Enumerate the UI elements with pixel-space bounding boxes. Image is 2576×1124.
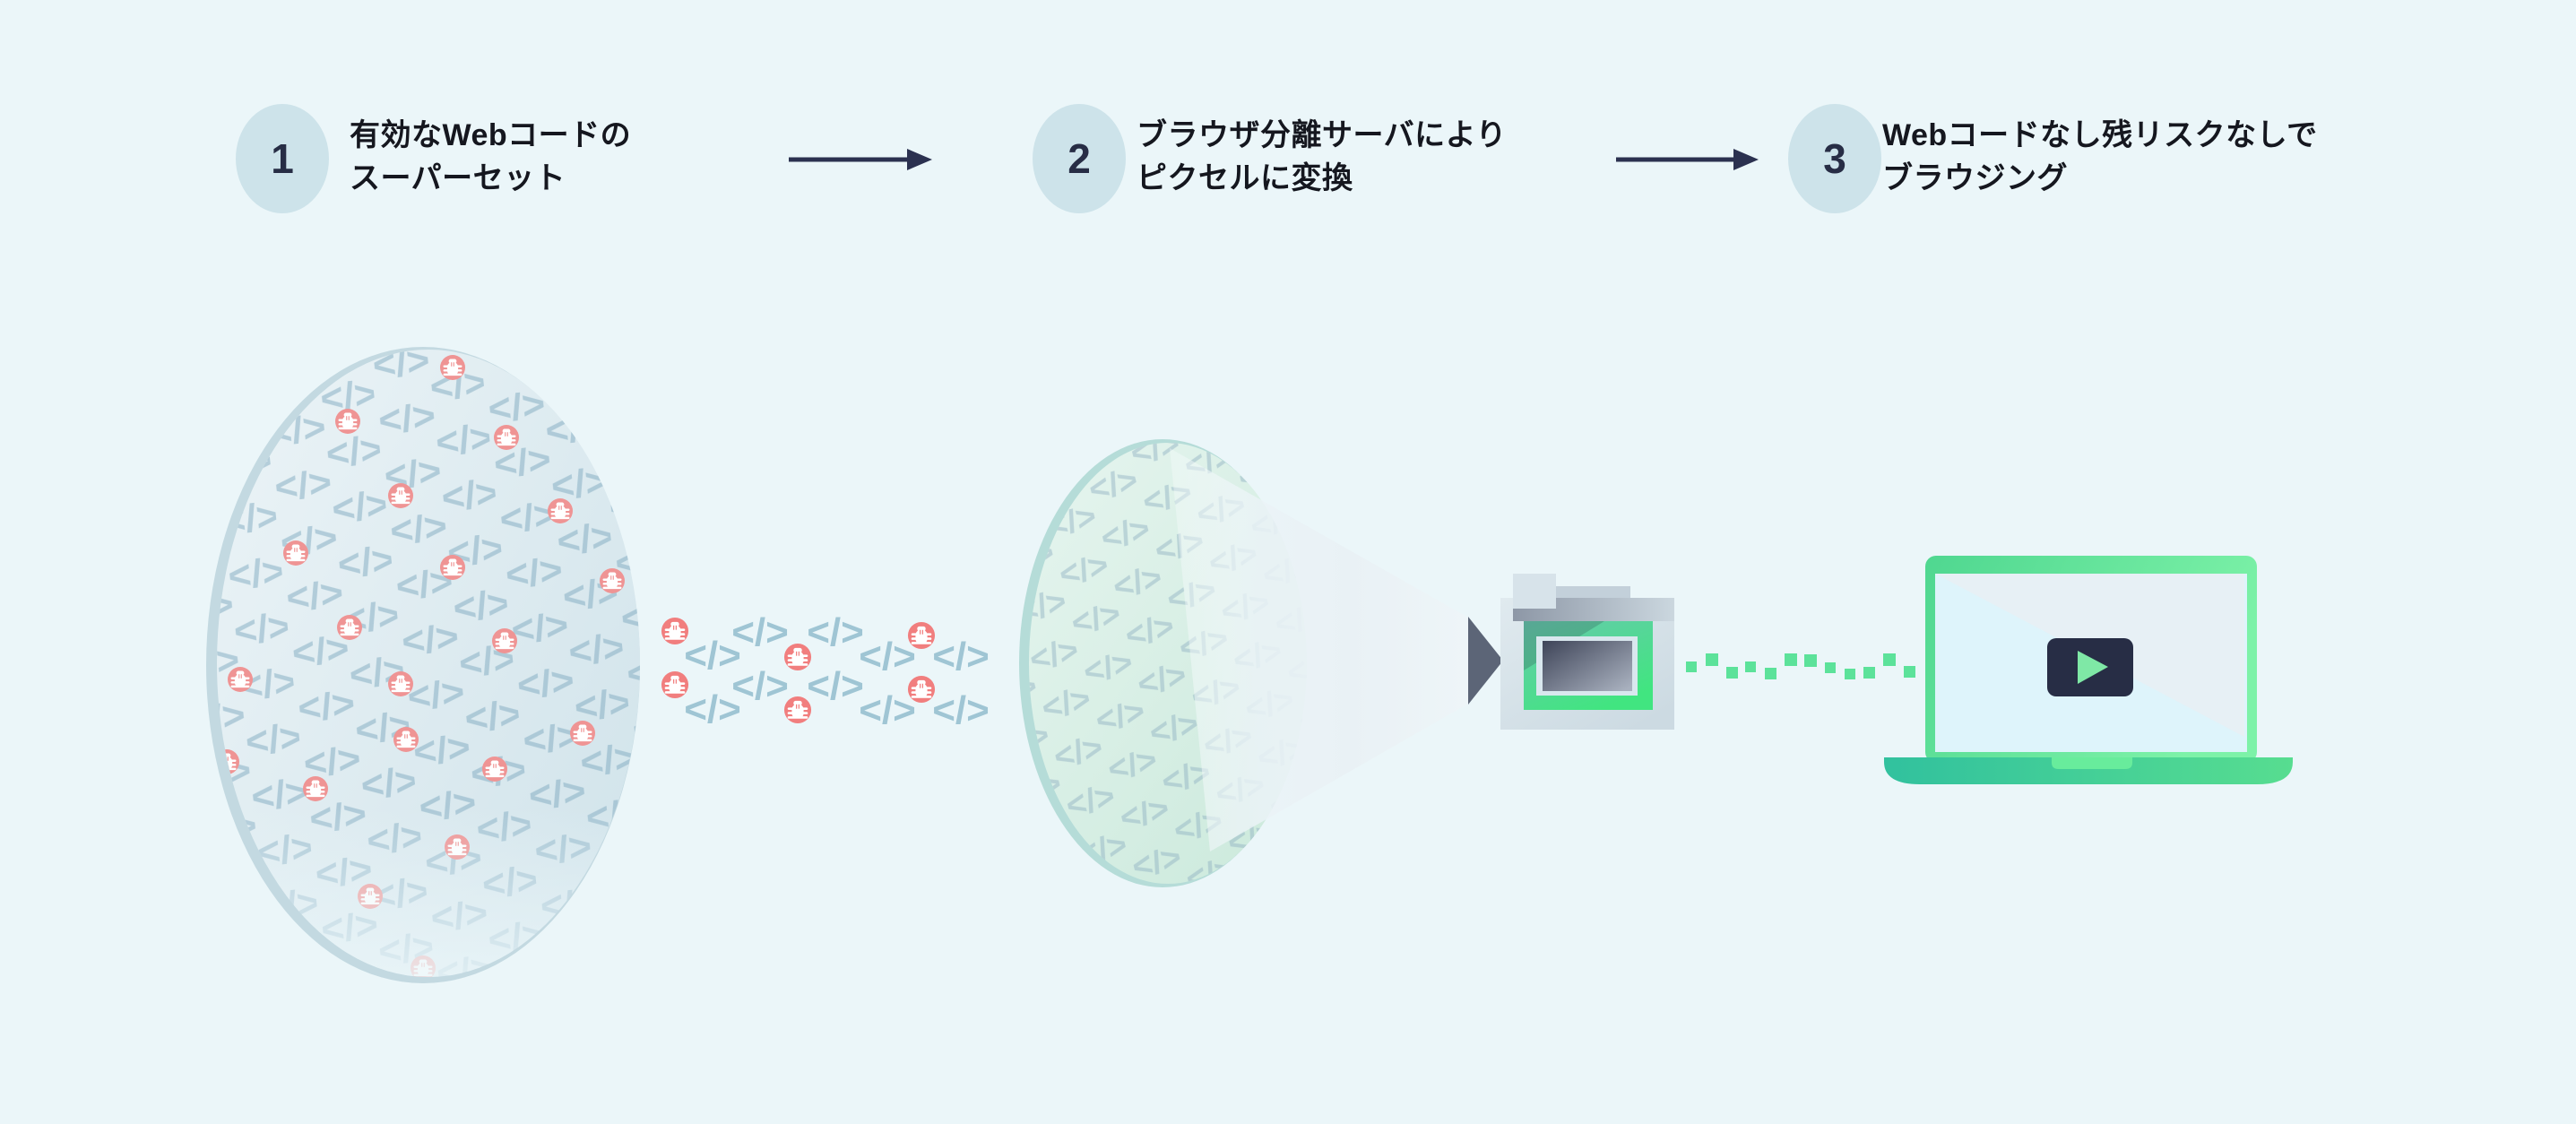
bug-icon xyxy=(570,721,595,746)
code-tag-glyph: </> xyxy=(731,610,789,654)
bug-icon xyxy=(440,355,465,380)
laptop-base xyxy=(1884,757,2293,784)
arrow-step1-to-step2-icon xyxy=(789,149,932,170)
bug-icon xyxy=(283,540,308,566)
play-icon xyxy=(2078,651,2108,684)
web-code-superset-ellipse xyxy=(206,347,640,983)
pixel-dot xyxy=(1745,661,1756,672)
bug-icon xyxy=(388,483,413,508)
pixel-dot xyxy=(1804,654,1817,667)
bug-icon xyxy=(393,727,419,752)
pixel-dot xyxy=(1726,667,1738,679)
pixel-dot xyxy=(1863,667,1875,679)
step-3-badge: 3 xyxy=(1788,104,1881,213)
bug-icon xyxy=(600,568,625,593)
projection-beam xyxy=(1170,448,1470,852)
code-tag-glyph: </> xyxy=(859,635,916,679)
step-1-label: 有効なWebコードの スーパーセット xyxy=(350,118,632,195)
bug-icon xyxy=(303,776,328,801)
code-tag-glyph: </> xyxy=(684,634,741,678)
isolation-server-camera xyxy=(1500,574,1674,730)
lens-icon xyxy=(1468,617,1503,705)
bug-icon xyxy=(388,671,413,696)
bug-icon xyxy=(494,425,519,450)
pixel-dot xyxy=(1845,669,1855,679)
step-3-label: Webコードなし残リスクなしで ブラウジング xyxy=(1882,118,2318,195)
bug-icon xyxy=(337,615,362,640)
bug-icon xyxy=(783,696,812,724)
bug-icon xyxy=(228,667,253,692)
pixel-dot xyxy=(1686,661,1697,672)
laptop xyxy=(1884,556,2293,784)
code-stream: </></></></></></></></></></> xyxy=(661,610,990,732)
video-player xyxy=(2047,638,2133,696)
bug-icon xyxy=(482,757,507,782)
arrow-step2-to-step3-icon xyxy=(1616,149,1759,170)
pixel-dot xyxy=(1765,668,1776,679)
code-tag-glyph: </> xyxy=(731,664,789,708)
bug-icon xyxy=(548,498,573,523)
pixel-dot xyxy=(1825,662,1836,673)
code-tag-glyph: </> xyxy=(684,687,741,731)
bug-icon xyxy=(492,628,517,653)
bug-icon xyxy=(440,555,465,580)
pixel-dot xyxy=(1706,653,1718,666)
step-1-number: 1 xyxy=(271,135,294,182)
rendered-screen xyxy=(1543,641,1632,691)
bug-icon xyxy=(335,409,360,434)
step-2-badge: 2 xyxy=(1033,104,1126,213)
pixel-dot xyxy=(1904,666,1915,678)
pixel-dot xyxy=(1883,653,1896,666)
step-2-label: ブラウザ分離サーバにより ピクセルに変換 xyxy=(1137,118,1507,195)
step-2-number: 2 xyxy=(1068,135,1091,182)
pixel-dot xyxy=(1785,653,1797,666)
code-tag-glyph: </> xyxy=(859,688,916,732)
step-3-number: 3 xyxy=(1823,135,1846,182)
step-1-badge: 1 xyxy=(236,104,329,213)
code-tag-glyph: </> xyxy=(932,688,990,732)
pixel-stream xyxy=(1686,653,1915,679)
code-tag-glyph: </> xyxy=(807,664,864,708)
laptop-hinge-notch xyxy=(2052,757,2132,769)
code-tag-glyph: </> xyxy=(807,610,864,654)
code-tag-glyph: </> xyxy=(932,635,990,679)
